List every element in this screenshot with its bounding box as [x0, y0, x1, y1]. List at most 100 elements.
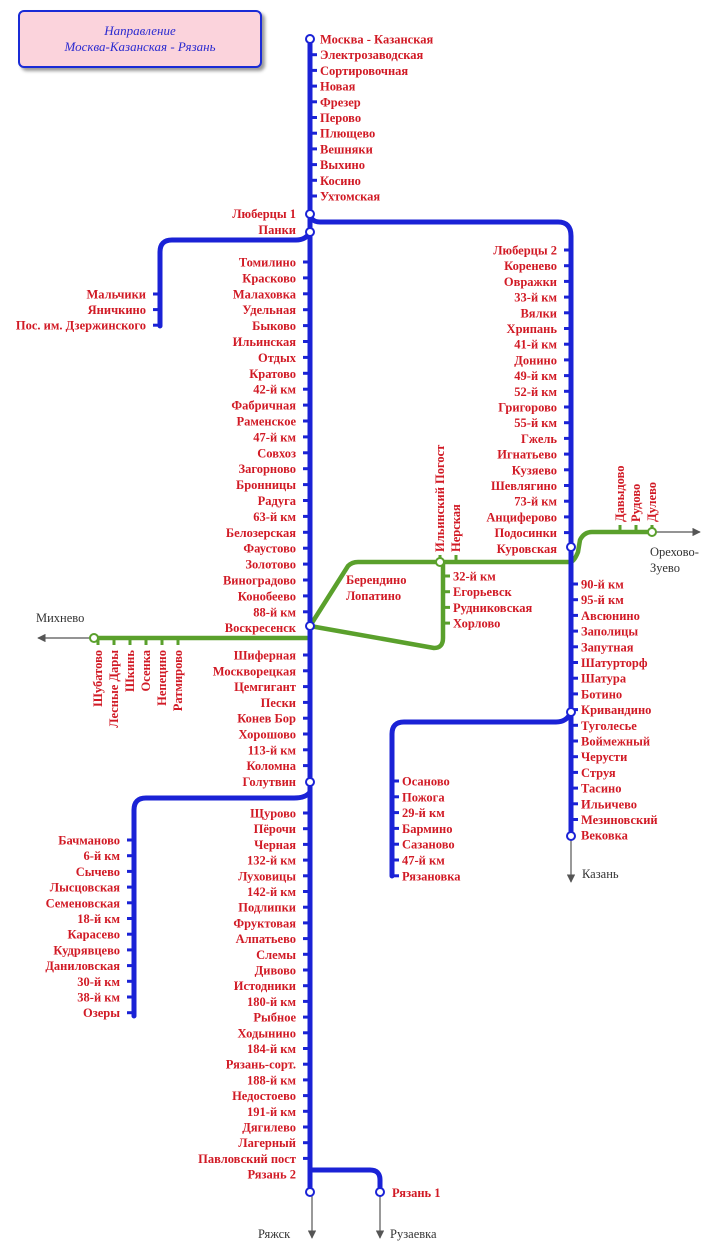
station-семеновская[interactable]: Семеновская [46, 896, 121, 910]
station-кривандино[interactable]: Кривандино [581, 703, 651, 717]
station-хорошово[interactable]: Хорошово [238, 728, 296, 742]
station-быково[interactable]: Быково [252, 319, 296, 333]
direction-orekhovo-zuevo[interactable]: Орехово- [650, 545, 699, 559]
station-берендино[interactable]: Берендино [346, 573, 407, 587]
station-29-й-км[interactable]: 29-й км [402, 806, 445, 820]
station-игнатьево[interactable]: Игнатьево [497, 448, 557, 462]
station-истодники[interactable]: Истодники [234, 979, 296, 993]
station-авсюнино[interactable]: Авсюнино [581, 609, 640, 623]
station-184-й-км[interactable]: 184-й км [247, 1042, 296, 1056]
station-пос-им-дзержинского[interactable]: Пос. им. Дзержинского [16, 319, 146, 333]
station-132-й-км[interactable]: 132-й км [247, 854, 296, 868]
station-ильинская[interactable]: Ильинская [233, 335, 297, 349]
station-55-й-км[interactable]: 55-й км [514, 416, 557, 430]
station-овражки[interactable]: Овражки [504, 275, 557, 289]
direction-orekhovo-zuevo[interactable]: Зуево [650, 561, 680, 575]
station-тасино[interactable]: Тасино [581, 782, 621, 796]
station-плющево[interactable]: Плющево [320, 127, 375, 141]
station-сортировочная[interactable]: Сортировочная [320, 64, 408, 78]
station-щурово[interactable]: Щурово [250, 807, 296, 821]
station-42-й-км[interactable]: 42-й км [253, 383, 296, 397]
station-косино[interactable]: Косино [320, 174, 361, 188]
station-фруктовая[interactable]: Фруктовая [233, 916, 296, 930]
station-32-й-км[interactable]: 32-й км [453, 570, 496, 584]
station-черусти[interactable]: Черусти [581, 750, 627, 764]
station-коломна[interactable]: Коломна [246, 759, 296, 773]
station-мезиновский[interactable]: Мезиновский [581, 813, 658, 827]
station-москворецкая[interactable]: Москворецкая [213, 664, 297, 678]
station-ухтомская[interactable]: Ухтомская [320, 190, 380, 204]
station-раменское[interactable]: Раменское [236, 415, 296, 429]
station-бачманово[interactable]: Бачманово [58, 834, 120, 848]
station-ильинский-погост[interactable]: Ильинский Погост [433, 445, 447, 552]
station-лагерный[interactable]: Лагерный [238, 1136, 296, 1150]
station-вековка[interactable]: Вековка [581, 829, 629, 843]
station-томилино[interactable]: Томилино [239, 256, 296, 270]
station-лопатино[interactable]: Лопатино [346, 589, 401, 603]
station-шиферная[interactable]: Шиферная [234, 649, 297, 663]
station-совхоз[interactable]: Совхоз [257, 446, 296, 460]
station-нерская[interactable]: Нерская [449, 504, 463, 552]
station-удельная[interactable]: Удельная [242, 303, 296, 317]
station-сычево[interactable]: Сычево [76, 865, 120, 879]
station-49-й-км[interactable]: 49-й км [514, 369, 557, 383]
station-анциферово[interactable]: Анциферово [486, 510, 557, 524]
station-пёрочи[interactable]: Пёрочи [254, 822, 296, 836]
station-подлипки[interactable]: Подлипки [238, 901, 296, 915]
station-пески[interactable]: Пески [261, 696, 296, 710]
station-90-й-км[interactable]: 90-й км [581, 578, 624, 592]
station-шатура[interactable]: Шатура [581, 672, 627, 686]
station-слемы[interactable]: Слемы [256, 948, 296, 962]
station-донино[interactable]: Донино [514, 353, 557, 367]
station-кратово[interactable]: Кратово [249, 367, 296, 381]
station-хорлово[interactable]: Хорлово [453, 617, 500, 631]
station-38-й-км[interactable]: 38-й км [77, 991, 120, 1005]
station-красково[interactable]: Красково [242, 271, 296, 285]
station-виноградово[interactable]: Виноградово [223, 574, 296, 588]
station-голутвин[interactable]: Голутвин [243, 775, 297, 789]
station-ходынино[interactable]: Ходынино [238, 1026, 296, 1040]
station-егорьевск[interactable]: Егорьевск [453, 585, 513, 599]
station-выхино[interactable]: Выхино [320, 158, 365, 172]
station-струя[interactable]: Струя [581, 766, 616, 780]
station-гжель[interactable]: Гжель [521, 432, 557, 446]
station-непецино[interactable]: Непецино [155, 650, 169, 706]
station-рязань-1[interactable]: Рязань 1 [392, 1186, 441, 1200]
station-180-й-км[interactable]: 180-й км [247, 995, 296, 1009]
station-63-й-км[interactable]: 63-й км [253, 510, 296, 524]
station-рязань-сорт[interactable]: Рязань-сорт. [226, 1058, 296, 1072]
station-вешняки[interactable]: Вешняки [320, 142, 373, 156]
station-куровская[interactable]: Куровская [497, 542, 558, 556]
station-дягилево[interactable]: Дягилево [242, 1121, 296, 1135]
station-47-й-км[interactable]: 47-й км [253, 430, 296, 444]
station-95-й-км[interactable]: 95-й км [581, 593, 624, 607]
station-6-й-км[interactable]: 6-й км [84, 849, 121, 863]
station-18-й-км[interactable]: 18-й км [77, 912, 120, 926]
station-фабричная[interactable]: Фабричная [231, 399, 296, 413]
station-коренево[interactable]: Коренево [504, 259, 557, 273]
station-люберцы-1[interactable]: Люберцы 1 [232, 207, 296, 221]
station-ботино[interactable]: Ботино [581, 687, 622, 701]
station-шкинь[interactable]: Шкинь [123, 650, 137, 692]
station-конев-бор[interactable]: Конев Бор [237, 712, 296, 726]
station-33-й-км[interactable]: 33-й км [514, 291, 557, 305]
station-алпатьево[interactable]: Алпатьево [236, 932, 296, 946]
station-пожога[interactable]: Пожога [402, 790, 445, 804]
direction-kazan[interactable]: Казань [582, 867, 619, 881]
station-мальчики[interactable]: Мальчики [87, 288, 147, 302]
station-бармино[interactable]: Бармино [402, 822, 452, 836]
station-фаустово[interactable]: Фаустово [243, 542, 296, 556]
station-карасево[interactable]: Карасево [67, 928, 120, 942]
station-хрипань[interactable]: Хрипань [507, 322, 558, 336]
station-88-й-км[interactable]: 88-й км [253, 605, 296, 619]
station-лесные-дары[interactable]: Лесные Дары [107, 650, 121, 728]
station-малаховка[interactable]: Малаховка [233, 287, 297, 301]
station-озеры[interactable]: Озеры [83, 1006, 120, 1020]
station-конобеево[interactable]: Конобеево [238, 589, 296, 603]
station-запутная[interactable]: Запутная [581, 640, 634, 654]
direction-ryazhsk[interactable]: Ряжск [258, 1227, 291, 1241]
station-113-й-км[interactable]: 113-й км [248, 743, 297, 757]
station-панки[interactable]: Панки [258, 223, 296, 237]
station-осаново[interactable]: Осаново [402, 775, 450, 789]
station-41-й-км[interactable]: 41-й км [514, 338, 557, 352]
